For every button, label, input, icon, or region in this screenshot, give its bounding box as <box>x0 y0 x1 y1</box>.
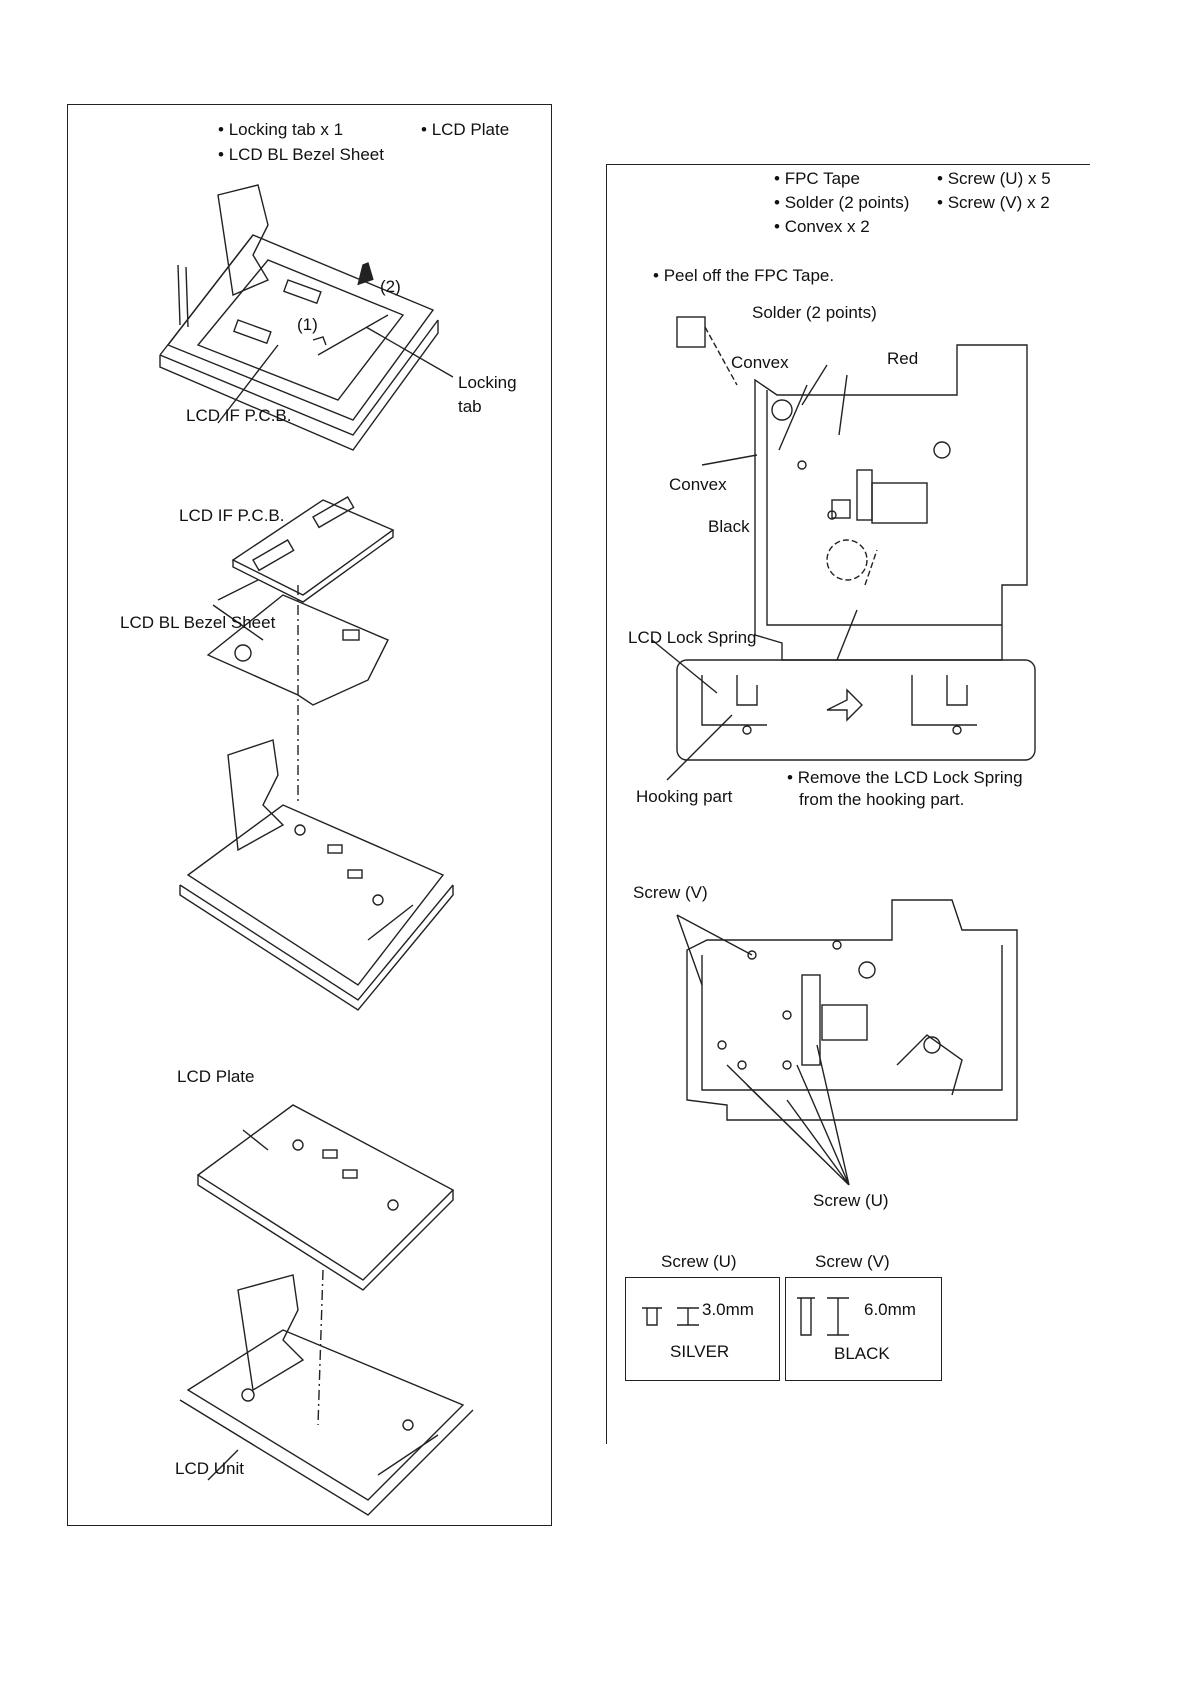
lcd-plate-exploded-illustration <box>196 1104 455 1426</box>
screw-u-icon <box>642 1307 699 1326</box>
screw-v-color: BLACK <box>834 1344 890 1363</box>
lcd-bl-bezel-sheet-label: LCD BL Bezel Sheet <box>120 613 276 632</box>
screw-v-table-title: Screw (V) <box>815 1252 890 1271</box>
screw-v-callout-label: Screw (V) <box>633 883 708 902</box>
checklist-locking-tab: Locking tab x 1 <box>218 120 343 140</box>
hooking-part-label: Hooking part <box>636 787 733 806</box>
checklist-screw-v: Screw (V) x 2 <box>937 193 1050 213</box>
left-procedure-panel: Locking tab x 1 LCD Plate LCD BL Bezel S… <box>67 104 552 1526</box>
left-illustrations <box>159 184 474 1516</box>
checklist-screw-u: Screw (U) x 5 <box>937 169 1051 189</box>
lcd-plate-label: LCD Plate <box>177 1067 255 1086</box>
checklist-fpc-tape: FPC Tape <box>774 169 860 189</box>
screw-u-spec-box: 3.0mm SILVER <box>625 1277 780 1381</box>
bezel-sheet-exploded-illustration <box>206 585 389 805</box>
lcd-unit-label: LCD Unit <box>175 1459 244 1478</box>
solder-label: Solder (2 points) <box>752 303 877 322</box>
step-label-2: (2) <box>380 277 401 296</box>
locking-tab-label-line2: tab <box>458 397 482 416</box>
red-wire-label: Red <box>887 349 919 368</box>
lcd-frame-exploded-illustration <box>179 739 454 1011</box>
screw-u-callout-label: Screw (U) <box>813 1191 889 1210</box>
lcd-lock-spring-label: LCD Lock Spring <box>628 628 757 647</box>
lock-spring-detail-illustration <box>651 609 1036 781</box>
lcd-unit-exploded-illustration <box>179 1274 474 1516</box>
locking-tab-label-line1: Locking <box>458 373 517 392</box>
screw-v-icon <box>797 1297 849 1336</box>
checklist-lcd-bl-bezel-sheet: LCD BL Bezel Sheet <box>218 145 384 165</box>
screw-u-color: SILVER <box>670 1342 730 1361</box>
fpc-tape-illustration <box>676 316 706 348</box>
screw-u-table-title: Screw (U) <box>661 1252 737 1271</box>
checklist-solder: Solder (2 points) <box>774 193 910 213</box>
right-procedure-panel: FPC Tape Screw (U) x 5 Solder (2 points)… <box>606 164 1090 1444</box>
screw-v-length: 6.0mm <box>864 1300 916 1319</box>
step-label-1: (1) <box>297 315 318 334</box>
lcd-if-pcb-label-step1: LCD IF P.C.B. <box>186 406 292 425</box>
remove-instruction-line2: from the hooking part. <box>799 790 965 809</box>
main-board-step1-illustration <box>701 344 1028 661</box>
screw-v-spec-box: 6.0mm BLACK <box>785 1277 942 1381</box>
lcd-frame-with-pcb-illustration <box>159 184 454 451</box>
remove-instruction-line1: Remove the LCD Lock Spring <box>787 768 1023 788</box>
pcb-exploded-illustration <box>217 496 395 603</box>
main-board-step2-illustration <box>676 899 1018 1186</box>
checklist-lcd-plate: LCD Plate <box>421 120 509 140</box>
convex-bottom-label: Convex <box>669 475 727 494</box>
black-wire-label: Black <box>708 517 750 536</box>
checklist-convex: Convex x 2 <box>774 217 870 237</box>
peel-instruction: Peel off the FPC Tape. <box>653 266 834 286</box>
screw-u-length: 3.0mm <box>702 1300 754 1319</box>
right-illustrations <box>642 316 1036 1336</box>
convex-top-label: Convex <box>731 353 789 372</box>
lcd-if-pcb-label-exploded: LCD IF P.C.B. <box>179 506 285 525</box>
